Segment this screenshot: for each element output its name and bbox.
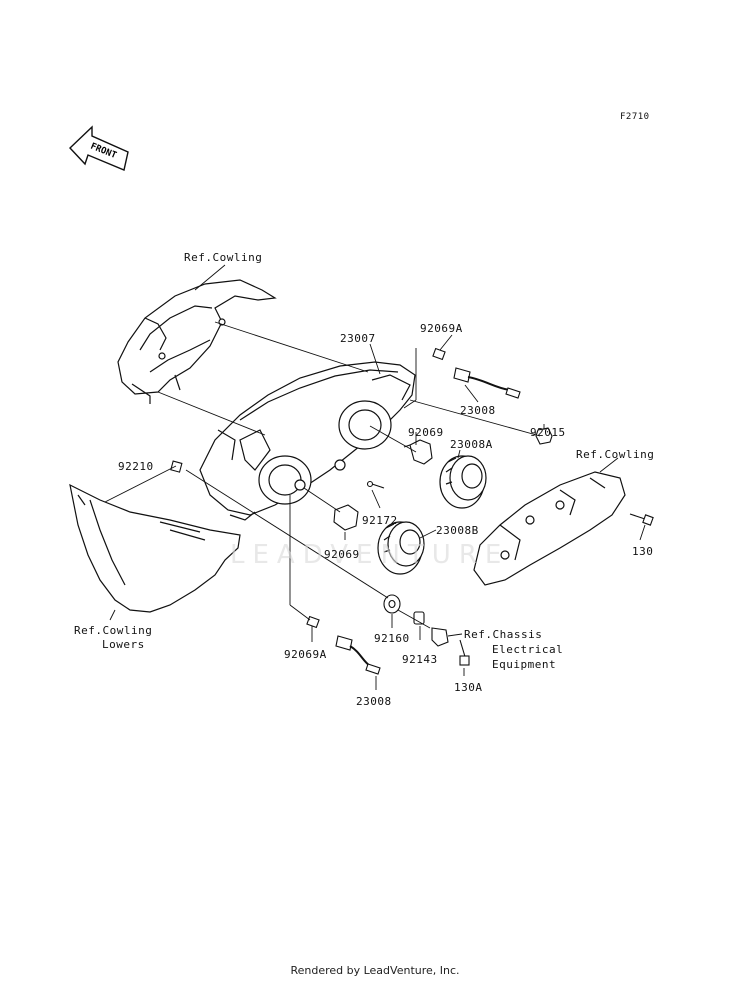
label-92069-right: 92069 [408,426,444,439]
label-92069A-top: 92069A [420,322,463,335]
label-92015: 92015 [530,426,566,439]
label-92069A-bottom: 92069A [284,648,327,661]
socket-23008-upper [432,347,521,399]
label-92210: 92210 [118,460,154,473]
collar-92160 [383,594,401,614]
label-ref-chassis-2: Electrical [492,643,564,656]
cowling-stay-right [473,471,626,586]
label-ref-cowling-top: Ref.Cowling [184,251,263,264]
front-arrow-icon: FRONT [69,125,129,171]
leader-lines [104,264,646,690]
figure-code: F2710 [620,112,650,122]
label-23008-top: 23008 [460,404,496,417]
label-92069-low: 92069 [324,548,360,561]
label-ref-cowling-right: Ref.Cowling [576,448,655,461]
label-23008-bottom: 23008 [356,695,392,708]
label-ref-cowling-lowers-2: Lowers [102,638,145,651]
bulb-92069-upper [403,439,433,465]
lower-cowling [69,483,241,613]
label-ref-chassis-3: Equipment [492,658,557,671]
label-23007: 23007 [340,332,376,345]
headlight-assembly [199,361,416,521]
socket-23008-lower [306,615,381,675]
label-23008B: 23008B [436,524,479,537]
bolt-130 [629,513,654,526]
cap-23008A [439,455,487,509]
bracket-ref-chassis [431,627,449,647]
grommet-92015 [535,427,553,445]
label-92143: 92143 [402,653,438,666]
bolt-130A [459,639,470,666]
footer-credit: Rendered by LeadVenture, Inc. [290,964,460,977]
label-92160: 92160 [374,632,410,645]
bulb-92069-lower [333,504,359,531]
label-ref-cowling-lowers-1: Ref.Cowling [74,624,153,637]
collar-92143 [413,611,425,625]
screw-92172 [366,480,385,489]
label-130A: 130A [454,681,483,694]
upper-cowling [117,279,277,404]
label-23008A: 23008A [450,438,493,451]
label-92172: 92172 [362,514,398,527]
nut-92210 [170,460,183,473]
cap-23008B [377,521,425,575]
watermark: LEADVENTURE [230,540,510,570]
label-ref-chassis-1: Ref.Chassis [464,628,543,641]
label-130: 130 [632,545,654,558]
